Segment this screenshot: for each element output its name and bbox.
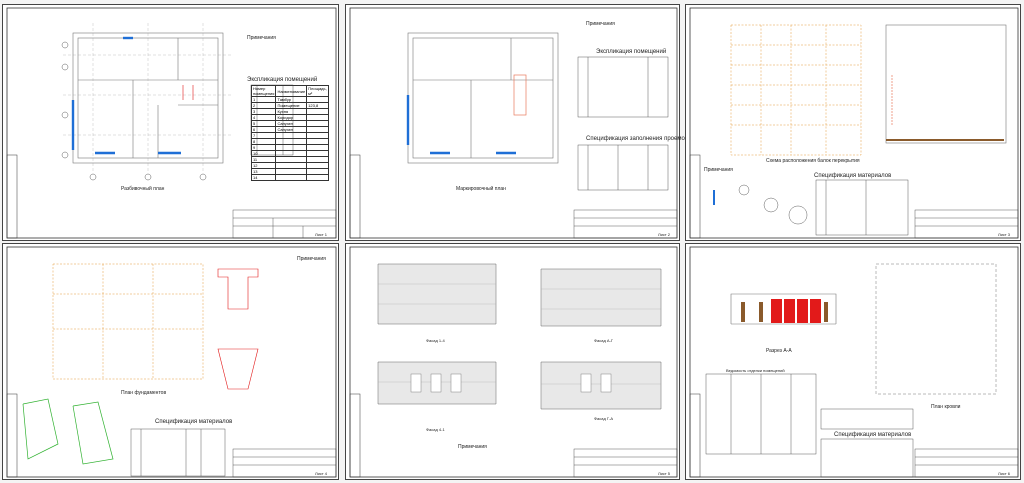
facade-caption: Фасад А-Г: [594, 338, 614, 343]
table-cell: [275, 174, 308, 181]
spec-title: Спецификация материалов: [155, 419, 233, 425]
floor-plan-drawing: [6, 7, 337, 239]
plan-caption: План фундаментов: [121, 390, 167, 396]
sheet-number: Лист 4: [315, 471, 328, 476]
finish-table-title: Ведомость отделки помещений: [726, 368, 785, 373]
facade-caption: Фасад 4-1: [426, 427, 445, 432]
section-drawing: [689, 246, 1019, 478]
sheet-number: Лист 3: [998, 232, 1011, 237]
spec-title: Спецификация материалов: [834, 432, 912, 438]
drawing-sheet-2[interactable]: Примечания Экспликация помещений Специфи…: [345, 4, 688, 241]
table-title: Экспликация помещений: [247, 77, 318, 83]
table-title: Экспликация помещений: [596, 49, 667, 55]
drawing-sheet-6[interactable]: Разрез А-А Ведомость отделки помещений С…: [685, 243, 1021, 480]
table-cell: [306, 174, 329, 181]
table-cell: 14: [250, 174, 277, 181]
openings-table-title: Спецификация заполнения проемов: [586, 136, 688, 142]
section-caption: Разрез А-А: [766, 348, 792, 354]
col-header: Площадь, м²: [306, 85, 329, 97]
plan-caption: Схема расположения балок перекрытия: [766, 158, 860, 164]
plan-caption: Маркировочный план: [456, 186, 506, 192]
col-header: Наименование: [275, 85, 308, 97]
sheet-number: Лист 5: [658, 471, 671, 476]
notes-title: Примечания: [458, 444, 487, 450]
plan-caption: Разбивочный план: [121, 186, 165, 192]
table-row: 14: [250, 174, 329, 181]
facade-caption: Фасад 1-4: [426, 338, 445, 343]
facades-drawing: [349, 246, 678, 478]
spec-title: Спецификация материалов: [814, 173, 892, 179]
notes-title: Примечания: [297, 256, 326, 262]
roof-caption: План кровли: [931, 404, 961, 410]
notes-title: Примечания: [704, 167, 733, 173]
notes-title: Примечания: [247, 35, 276, 41]
sheet-number: Лист 6: [998, 471, 1011, 476]
sheet-number: Лист 1: [315, 232, 328, 237]
drawing-sheet-5[interactable]: Фасад 1-4 Фасад А-Г Фасад 4-1 Фасад Г-А …: [345, 243, 680, 480]
drawing-sheet-1[interactable]: Примечания Экспликация помещений Разбиво…: [2, 4, 339, 241]
facade-caption: Фасад Г-А: [594, 416, 614, 421]
foundation-plan-drawing: [6, 246, 337, 478]
beam-layout-drawing: [689, 7, 1019, 239]
marking-plan-drawing: [349, 7, 678, 239]
notes-title: Примечания: [586, 21, 615, 27]
drawing-sheet-3[interactable]: Примечания Спецификация материалов Схема…: [685, 4, 1021, 241]
col-header: Номер помещения: [250, 85, 277, 97]
drawing-sheet-4[interactable]: Примечания Спецификация материалов План …: [2, 243, 339, 480]
sheet-number: Лист 2: [658, 232, 671, 237]
